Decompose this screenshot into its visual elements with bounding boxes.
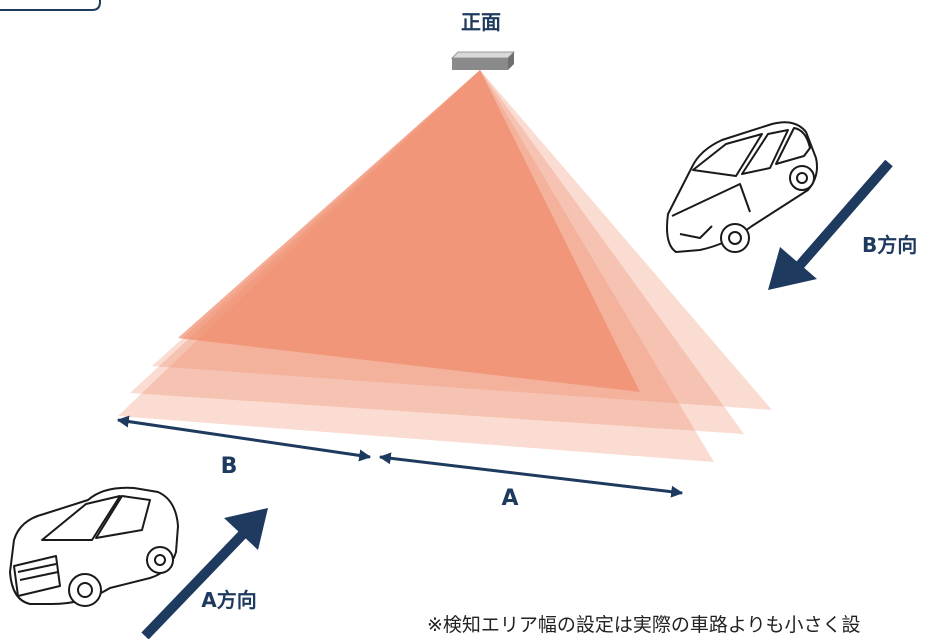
front-label: 正面 — [461, 10, 501, 34]
frame-corner — [0, 0, 101, 11]
car-b-illustration — [666, 121, 818, 253]
footnote: ※検知エリア幅の設定は実際の車路よりも小さく設 — [427, 614, 861, 636]
segment-a-dimension-line — [378, 452, 684, 498]
direction-b-arrow — [768, 159, 893, 290]
segment-a-label: A — [501, 486, 518, 511]
segment-b-label: B — [221, 454, 238, 479]
direction-a-arrow — [141, 508, 268, 639]
direction-b-label: B方向 — [862, 233, 917, 257]
detection-beams — [118, 70, 772, 462]
beam-layer-core — [178, 70, 640, 392]
car-a-illustration — [9, 486, 179, 607]
segment-b-dimension-line — [116, 415, 372, 462]
sensor-device — [450, 51, 516, 70]
direction-a-label: A方向 — [201, 588, 256, 612]
